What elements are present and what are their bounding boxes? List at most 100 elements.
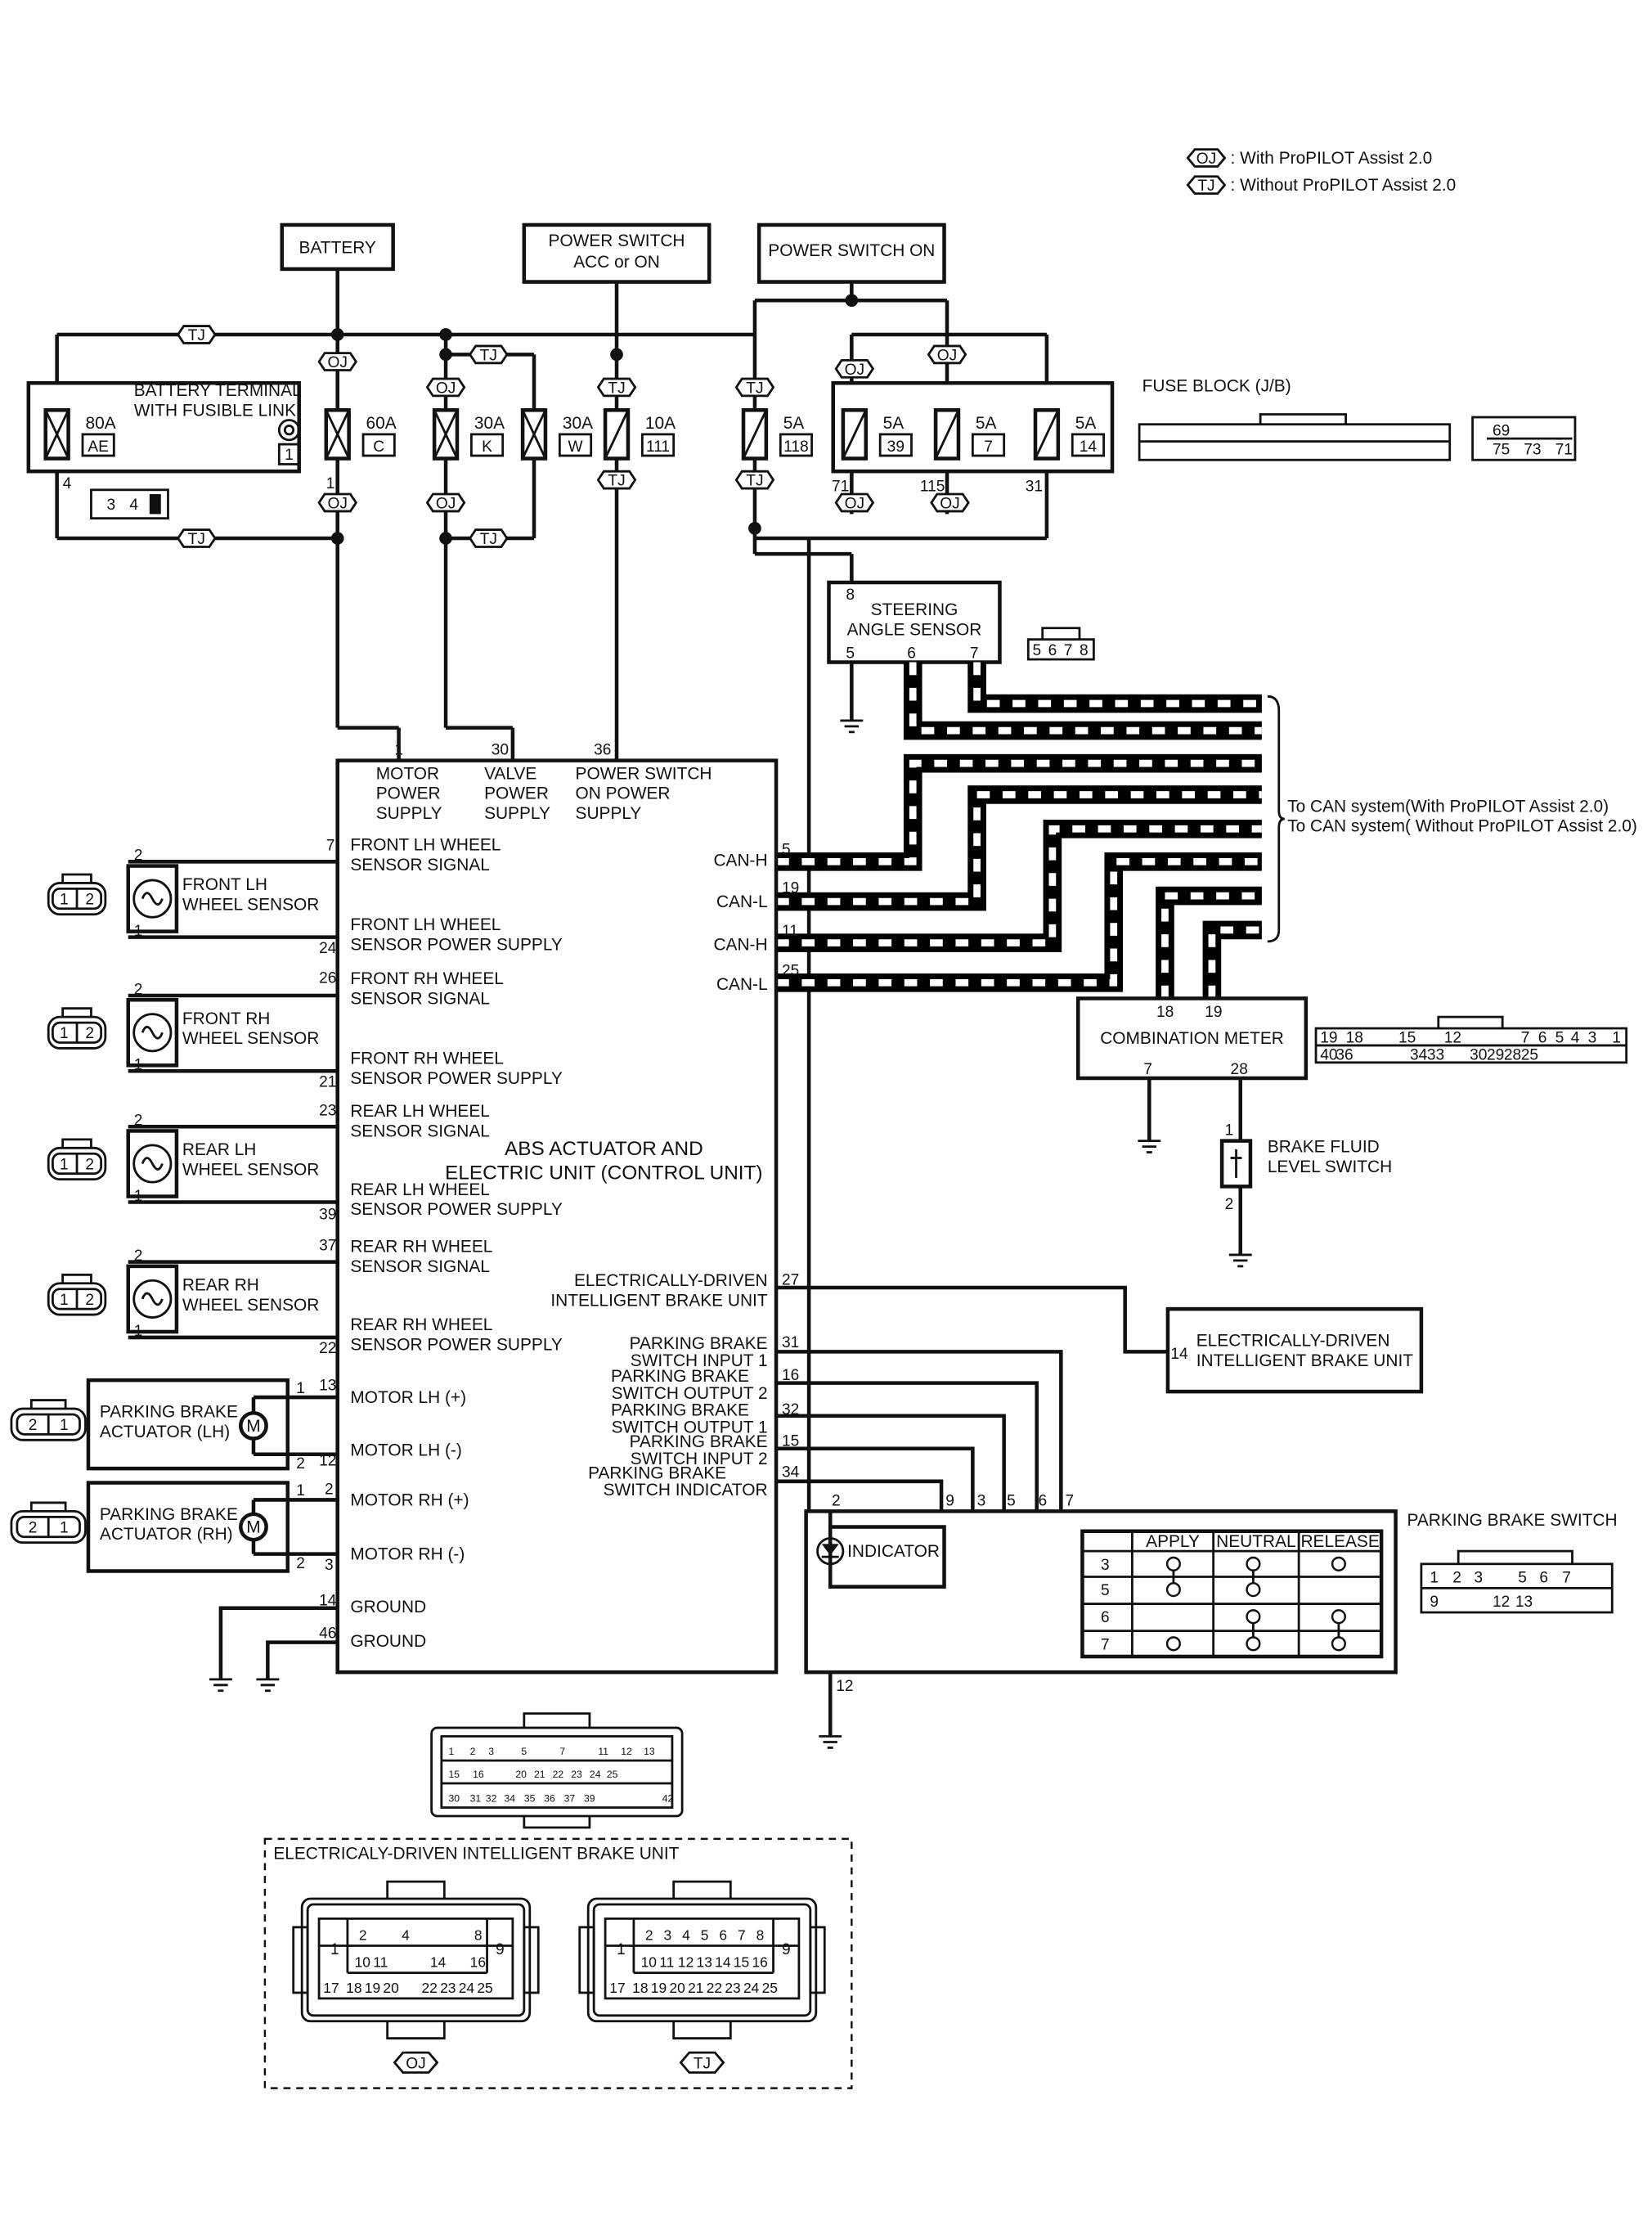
svg-text:1: 1 bbox=[60, 1417, 69, 1434]
svg-text:33: 33 bbox=[1427, 1046, 1444, 1063]
svg-text:PARKING BRAKE: PARKING BRAKE bbox=[630, 1334, 768, 1353]
abs-title: ABS ACTUATOR AND bbox=[505, 1138, 703, 1160]
svg-text:22: 22 bbox=[319, 1340, 336, 1357]
svg-text:PARKING BRAKE: PARKING BRAKE bbox=[100, 1505, 238, 1524]
motor-icon bbox=[239, 1512, 268, 1542]
svg-text:6: 6 bbox=[719, 1927, 727, 1944]
electrically-driven-brake-unit-box bbox=[1165, 1306, 1424, 1394]
svg-text:12: 12 bbox=[1493, 1594, 1510, 1611]
svg-text:46: 46 bbox=[319, 1625, 336, 1642]
svg-text:2: 2 bbox=[296, 1455, 305, 1472]
svg-text:6: 6 bbox=[1038, 1492, 1047, 1509]
svg-text:10A: 10A bbox=[645, 414, 676, 433]
svg-text:REAR LH WHEEL: REAR LH WHEEL bbox=[350, 1180, 490, 1199]
svg-text:SENSOR SIGNAL: SENSOR SIGNAL bbox=[350, 856, 490, 874]
svg-text:118: 118 bbox=[783, 438, 809, 456]
power-switch-acc-label: POWER SWITCH bbox=[549, 232, 685, 250]
svg-text:19: 19 bbox=[1205, 1004, 1222, 1021]
svg-text:30: 30 bbox=[1470, 1046, 1487, 1063]
svg-text:60A: 60A bbox=[366, 414, 397, 433]
svg-text:7: 7 bbox=[1143, 1061, 1152, 1078]
svg-text:6: 6 bbox=[1538, 1029, 1547, 1046]
svg-text:SWITCH OUTPUT 2: SWITCH OUTPUT 2 bbox=[612, 1384, 768, 1403]
svg-text:8: 8 bbox=[474, 1927, 483, 1944]
svg-text:SWITCH INDICATOR: SWITCH INDICATOR bbox=[604, 1481, 768, 1499]
svg-text:9: 9 bbox=[1430, 1594, 1439, 1611]
svg-text:15: 15 bbox=[734, 1954, 749, 1971]
svg-text:M: M bbox=[246, 1517, 260, 1536]
svg-text:5: 5 bbox=[846, 645, 855, 662]
svg-text:APPLY: APPLY bbox=[1146, 1532, 1200, 1551]
svg-text:MOTOR RH (+): MOTOR RH (+) bbox=[350, 1490, 469, 1509]
tag-oj: OJ bbox=[834, 492, 875, 512]
svg-text:71: 71 bbox=[1555, 441, 1573, 458]
svg-text:5: 5 bbox=[1555, 1029, 1564, 1046]
ground-icon bbox=[1138, 1140, 1161, 1153]
svg-text:OJ: OJ bbox=[436, 380, 456, 397]
svg-text:ACTUATOR (RH): ACTUATOR (RH) bbox=[100, 1525, 233, 1544]
legend: OJ : With ProPILOT Assist 2.0 TJ : Witho… bbox=[1186, 148, 1456, 195]
tag-oj: OJ bbox=[317, 492, 358, 512]
svg-text:12: 12 bbox=[319, 1453, 336, 1470]
svg-text:2: 2 bbox=[85, 1156, 94, 1173]
svg-text:NEUTRAL: NEUTRAL bbox=[1216, 1532, 1295, 1551]
svg-text:1: 1 bbox=[1225, 1122, 1234, 1140]
svg-text:40: 40 bbox=[1320, 1046, 1337, 1063]
svg-text:39: 39 bbox=[584, 1793, 595, 1805]
svg-text:8: 8 bbox=[846, 587, 855, 604]
connector-tag: TJ bbox=[679, 2051, 725, 2074]
svg-text:WHEEL SENSOR: WHEEL SENSOR bbox=[182, 1029, 319, 1048]
svg-text:20: 20 bbox=[383, 1980, 398, 1996]
svg-text:12: 12 bbox=[678, 1954, 694, 1971]
svg-text:TJ: TJ bbox=[608, 380, 625, 397]
svg-text:4: 4 bbox=[402, 1927, 410, 1944]
tag-oj: OJ bbox=[425, 492, 466, 512]
fuse-block-title: FUSE BLOCK (J/B) bbox=[1142, 377, 1291, 396]
svg-text:21: 21 bbox=[688, 1980, 703, 1996]
svg-text:WHEEL SENSOR: WHEEL SENSOR bbox=[182, 1296, 319, 1315]
option-tags: TJ OJ TJ OJ TJ TJ OJ OJ OJ TJ OJ TJ TJ T… bbox=[176, 325, 970, 548]
svg-text:7: 7 bbox=[1066, 1492, 1075, 1509]
svg-text:REAR LH: REAR LH bbox=[182, 1140, 256, 1159]
svg-text:POWER: POWER bbox=[484, 785, 549, 803]
svg-text:12: 12 bbox=[836, 1678, 853, 1695]
steering-subtitle: ANGLE SENSOR bbox=[847, 620, 982, 639]
parking-brake-switch-title: PARKING BRAKE SWITCH bbox=[1407, 1511, 1617, 1530]
svg-text:69: 69 bbox=[1493, 423, 1510, 440]
meter-connector: 19 18 15 12 7 6 5 4 3 1 40 36 34 33 30 2… bbox=[1314, 1015, 1628, 1063]
svg-text:3: 3 bbox=[325, 1557, 334, 1574]
svg-text:30: 30 bbox=[449, 1793, 460, 1805]
legend-oj-text: : With ProPILOT Assist 2.0 bbox=[1231, 149, 1433, 168]
svg-text:6: 6 bbox=[1048, 642, 1057, 659]
svg-text:WHEEL SENSOR: WHEEL SENSOR bbox=[182, 1160, 319, 1179]
fuse-pin-1: 1 bbox=[326, 475, 335, 492]
motor-supply-label: MOTOR bbox=[376, 764, 439, 783]
svg-text:2: 2 bbox=[85, 892, 94, 909]
parking-brake-switch-connector: 1 2 3 5 6 7 9 12 13 bbox=[1420, 1549, 1614, 1614]
svg-text:FRONT RH: FRONT RH bbox=[182, 1009, 270, 1028]
valve-supply-label: VALVE bbox=[484, 764, 536, 783]
svg-text:7: 7 bbox=[1101, 1636, 1110, 1653]
ring-terminal-icon bbox=[277, 419, 301, 442]
svg-text:11: 11 bbox=[659, 1954, 674, 1971]
svg-text:PARKING BRAKE: PARKING BRAKE bbox=[100, 1402, 238, 1421]
svg-text:21: 21 bbox=[534, 1769, 545, 1780]
ebu-connector-frame bbox=[263, 1837, 853, 2089]
svg-text:29: 29 bbox=[1487, 1046, 1504, 1063]
svg-text:3: 3 bbox=[1474, 1569, 1483, 1586]
svg-text:5: 5 bbox=[1101, 1582, 1110, 1599]
svg-text:11: 11 bbox=[782, 923, 798, 940]
abs-subtitle: ELECTRIC UNIT (CONTROL UNIT) bbox=[445, 1162, 762, 1185]
svg-text:5: 5 bbox=[701, 1927, 709, 1944]
fusible-link-pin: 4 bbox=[63, 475, 72, 492]
svg-text:23: 23 bbox=[440, 1980, 456, 1996]
svg-text:PARKING BRAKE: PARKING BRAKE bbox=[611, 1401, 749, 1420]
svg-text:OJ: OJ bbox=[845, 495, 864, 512]
svg-text:19: 19 bbox=[651, 1980, 667, 1996]
